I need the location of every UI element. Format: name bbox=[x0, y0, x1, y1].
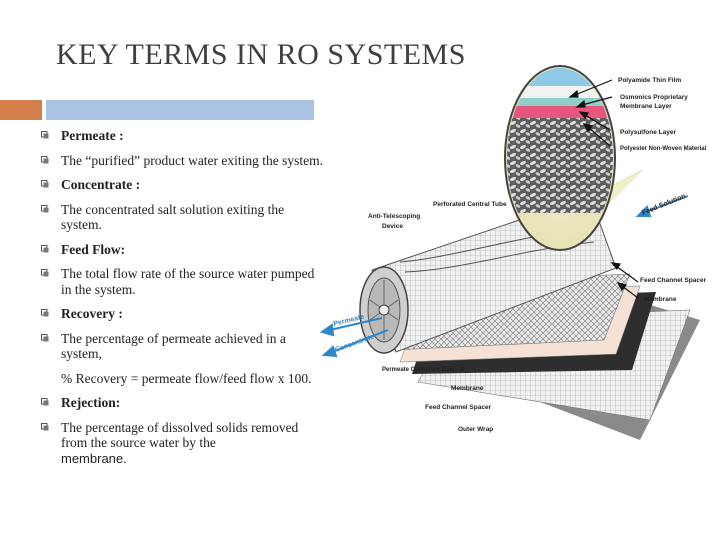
list-item: The percentage of dissolved solids remov… bbox=[40, 420, 326, 467]
label-device: Device bbox=[382, 223, 403, 230]
list-item: The total flow rate of the source water … bbox=[40, 266, 326, 297]
label-anti-telescoping: Anti-Telescoping bbox=[368, 213, 420, 220]
bullet-box-icon bbox=[41, 205, 49, 213]
list-item: Permeate : bbox=[40, 128, 326, 144]
label-membrane-layer: Membrane Layer bbox=[620, 103, 672, 110]
accent-bar-blue bbox=[46, 100, 314, 120]
list-item: The percentage of permeate achieved in a… bbox=[40, 331, 326, 362]
label-permeate-collection: Permeate Collection Material bbox=[382, 367, 464, 373]
accent-bar-orange bbox=[0, 100, 42, 120]
label-polyester: Polyester Non-Woven Material bbox=[620, 146, 707, 152]
label-outer-wrap: Outer Wrap bbox=[458, 426, 493, 433]
label-polysulfone: Polysulfone Layer bbox=[620, 129, 676, 136]
bullet-box-icon bbox=[41, 245, 49, 253]
list-item-formula: % Recovery = permeate flow/feed flow x 1… bbox=[40, 371, 326, 387]
bullet-box-icon bbox=[41, 156, 49, 164]
bullet-box-icon bbox=[41, 269, 49, 277]
label-feed-spacer-bottom: Feed Channel Spacer bbox=[425, 404, 492, 411]
key-terms-list: Permeate : The “purified” product water … bbox=[40, 128, 326, 475]
bullet-box-icon bbox=[41, 423, 49, 431]
label-feed-solution: Feed Solution bbox=[641, 193, 687, 217]
label-membrane-bottom: Membrane bbox=[451, 385, 484, 392]
list-item: Feed Flow: bbox=[40, 242, 326, 258]
list-item: Recovery : bbox=[40, 306, 326, 322]
list-item: Rejection: bbox=[40, 395, 326, 411]
list-item: The “purified” product water exiting the… bbox=[40, 153, 326, 169]
bullet-box-icon bbox=[41, 309, 49, 317]
bullet-box-icon bbox=[41, 334, 49, 342]
label-osmonics: Osmonics Proprietary bbox=[620, 94, 688, 101]
ro-membrane-diagram: Polyamide Thin Film Osmonics Proprietary… bbox=[316, 58, 720, 458]
label-membrane-right: Membrane bbox=[644, 296, 677, 303]
bullet-box-icon bbox=[41, 398, 49, 406]
bullet-box-icon bbox=[41, 180, 49, 188]
list-item: The concentrated salt solution exiting t… bbox=[40, 202, 326, 233]
label-perforated: Perforated Central Tube bbox=[433, 201, 507, 208]
label-feed-spacer-right: Feed Channel Spacer bbox=[640, 277, 707, 284]
label-polyamide: Polyamide Thin Film bbox=[618, 77, 681, 84]
bullet-box-icon bbox=[41, 131, 49, 139]
list-item: Concentrate : bbox=[40, 177, 326, 193]
